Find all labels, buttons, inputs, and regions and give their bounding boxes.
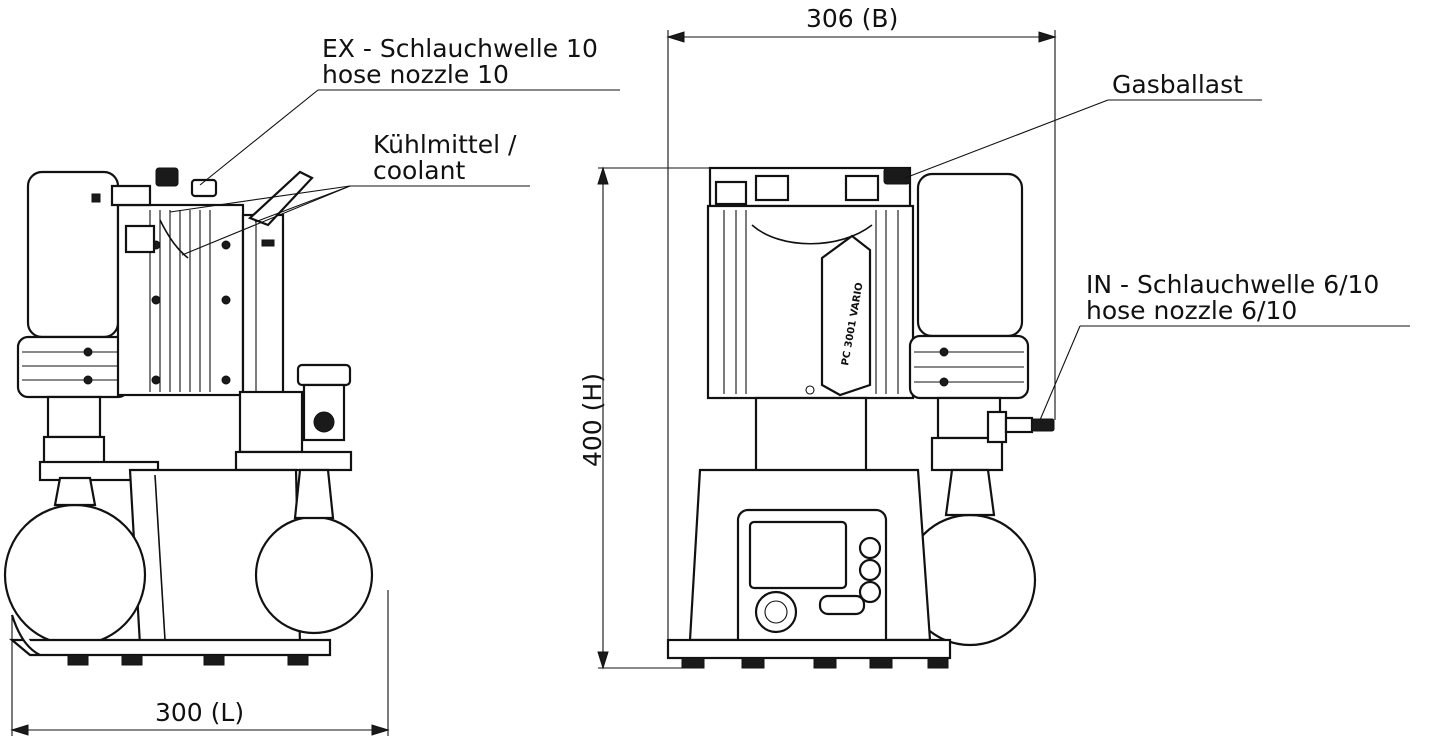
height-dimension-lines bbox=[597, 166, 910, 670]
coolant-label-en: coolant bbox=[373, 156, 466, 185]
width-dimension-label: 306 (B) bbox=[806, 4, 899, 33]
length-dimension-lines bbox=[10, 590, 390, 736]
side-view bbox=[3, 167, 374, 666]
gas-ballast-label: Gasballast bbox=[1112, 70, 1243, 99]
height-dimension-label: 400 (H) bbox=[578, 373, 607, 467]
front-view: PC 3001 VARIO bbox=[666, 166, 1055, 669]
front-view-leaders bbox=[904, 99, 1410, 421]
width-dimension-lines bbox=[666, 30, 1057, 640]
ex-nozzle-label-en: hose nozzle 10 bbox=[322, 60, 509, 89]
coolant-label-de: Kühlmittel / bbox=[373, 130, 517, 159]
in-nozzle-label-en: hose nozzle 6/10 bbox=[1086, 296, 1298, 325]
length-dimension-label: 300 (L) bbox=[155, 698, 245, 727]
in-nozzle-label-de: IN - Schlauchwelle 6/10 bbox=[1086, 270, 1380, 299]
side-view-leaders bbox=[169, 89, 620, 256]
ex-nozzle-label-de: EX - Schlauchwelle 10 bbox=[322, 34, 598, 63]
